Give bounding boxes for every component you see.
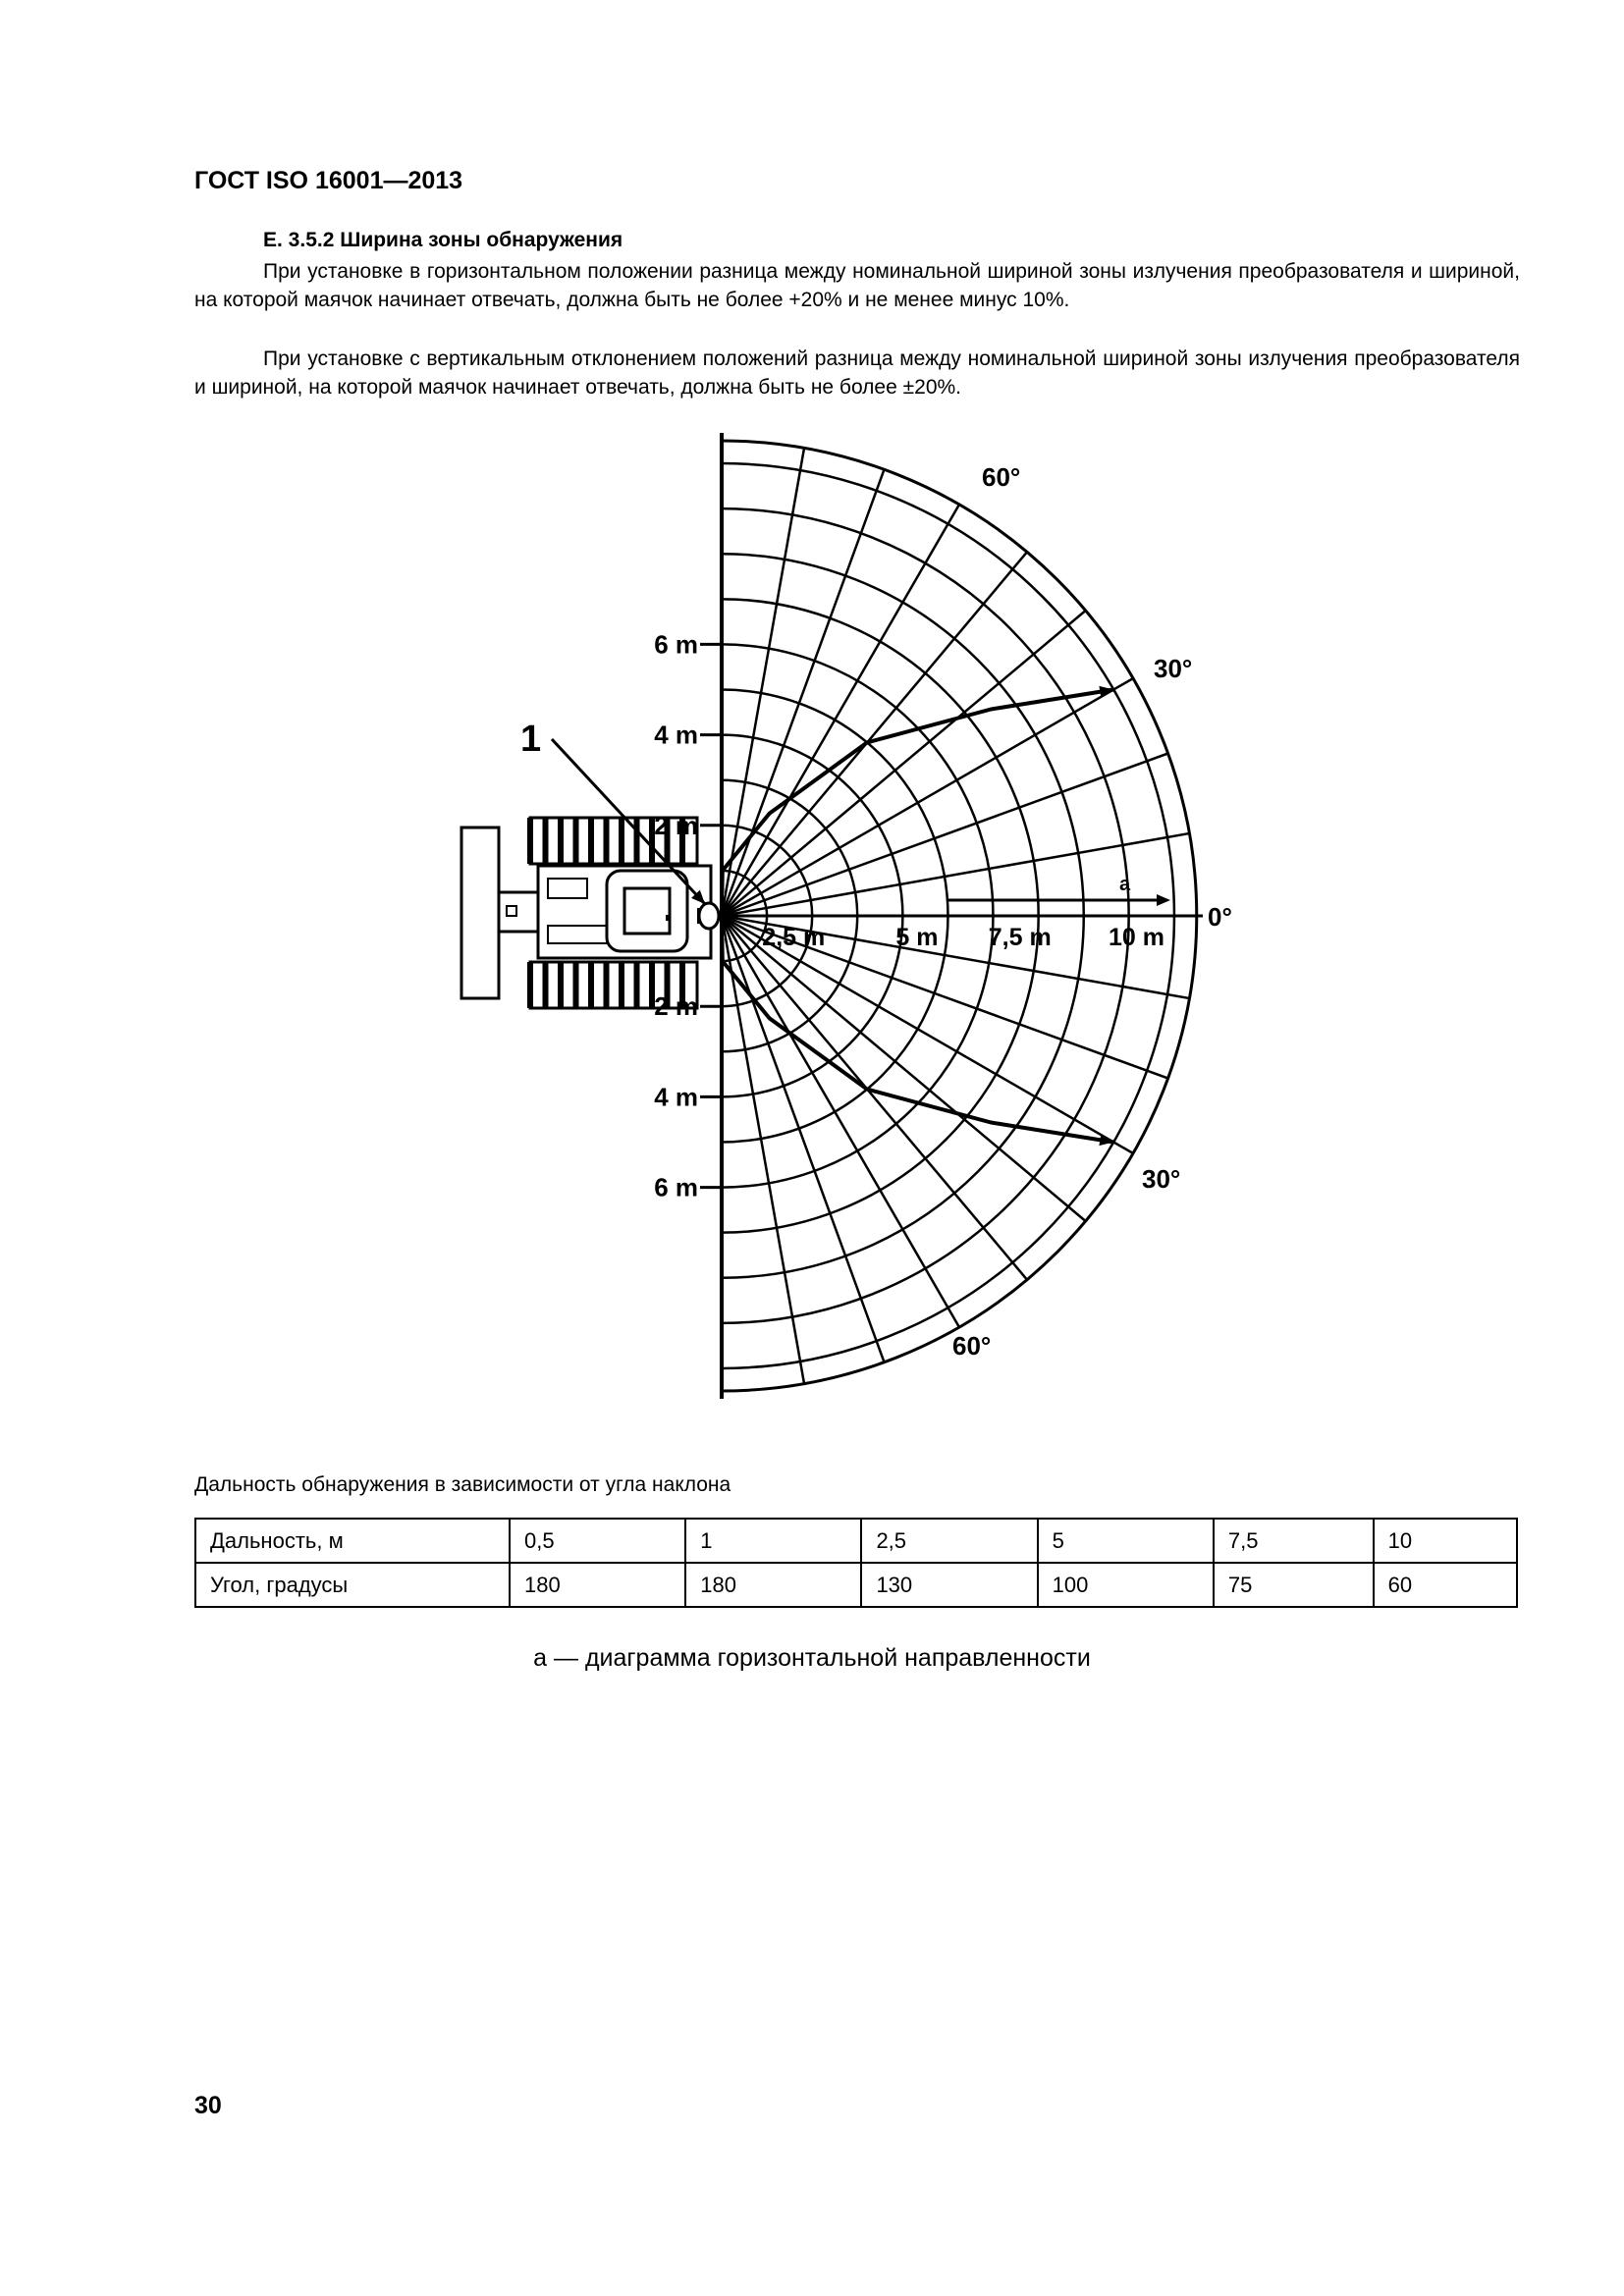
- paragraph-2: При установке с вертикальным отклонением…: [194, 347, 1520, 399]
- direction-arrowhead: [1157, 894, 1170, 906]
- range-label: 5 m: [895, 924, 938, 951]
- curve-arrowhead: [1099, 1134, 1114, 1147]
- angle-spoke: [720, 448, 806, 917]
- table-cell: Дальность, м: [194, 1518, 511, 1564]
- table-cell: 7,5: [1212, 1518, 1375, 1564]
- side-label: 2 m: [654, 991, 698, 1021]
- polar-grid: [720, 433, 1203, 1399]
- diagram-labels: 2,5 m 5 m 7,5 m 10 m 6 m 4 m 2 m 2 m 4 m 6 m 60° 30…: [520, 462, 1232, 1361]
- range-label: 2,5 m: [762, 924, 825, 951]
- angle-spoke: [721, 752, 1169, 918]
- range-label: 10 m: [1109, 924, 1164, 951]
- item-label-1: 1: [520, 719, 541, 760]
- side-label: 2 m: [654, 811, 698, 840]
- angle-label: 30°: [1142, 1164, 1180, 1194]
- angle-label: 60°: [952, 1331, 991, 1361]
- angle-spoke: [721, 676, 1134, 918]
- table-cell: 60: [1372, 1562, 1519, 1608]
- document-header: ГОСТ ISO 16001—2013: [194, 167, 463, 194]
- side-label: 6 m: [654, 1173, 698, 1202]
- table-cell: 1: [684, 1518, 863, 1564]
- table-cell: 2,5: [860, 1518, 1039, 1564]
- table-cell: 75: [1212, 1562, 1375, 1608]
- table-cell: 5: [1036, 1518, 1215, 1564]
- angle-spoke: [721, 609, 1087, 917]
- arrow-label-a: a: [1119, 874, 1131, 895]
- angle-spoke: [720, 915, 961, 1328]
- table-row: Угол, градусы 180 180 130 100 75 60: [194, 1562, 1519, 1608]
- table-row: Дальность, м 0,5 1 2,5 5 7,5 10: [194, 1518, 1519, 1564]
- table-cell: 100: [1036, 1562, 1215, 1608]
- table-caption: Дальность обнаружения в зависимости от у…: [194, 1473, 731, 1496]
- angle-spoke: [720, 504, 961, 917]
- angle-label: 30°: [1154, 654, 1192, 683]
- angle-spoke: [721, 831, 1190, 918]
- table-cell: Угол, градусы: [194, 1562, 511, 1608]
- vehicle-top-view: [460, 816, 721, 1010]
- pointer-line-1: [550, 737, 707, 906]
- table-cell: 10: [1372, 1518, 1519, 1564]
- section-title: Е. 3.5.2 Ширина зоны обнаружения: [263, 229, 623, 251]
- angle-spoke: [721, 915, 1087, 1223]
- angle-label: 0°: [1208, 902, 1232, 932]
- angle-spoke: [721, 551, 1029, 917]
- table-cell: 180: [508, 1562, 687, 1608]
- side-label: 4 m: [654, 1082, 698, 1111]
- range-label: 7,5 m: [989, 924, 1052, 951]
- range-angle-table: Дальность, м 0,5 1 2,5 5 7,5 10 Угол, гр…: [194, 1518, 1519, 1608]
- angle-label: 60°: [982, 462, 1020, 492]
- angle-spoke: [721, 915, 1029, 1281]
- side-label: 6 m: [654, 629, 698, 659]
- angle-spoke: [720, 915, 806, 1384]
- table-cell: 130: [860, 1562, 1039, 1608]
- table-cell: 0,5: [508, 1518, 687, 1564]
- paragraph-1: При установке в горизонтальном положении…: [194, 260, 1520, 311]
- angle-spoke: [721, 914, 1134, 1155]
- table-cell: 180: [684, 1562, 863, 1608]
- coverage-curve-lower: [720, 937, 1114, 1145]
- side-label: 4 m: [654, 721, 698, 750]
- page-number: 30: [194, 2092, 222, 2119]
- curve-arrowhead: [1099, 685, 1114, 698]
- polar-detection-diagram: 2,5 m 5 m 7,5 m 10 m 6 m 4 m 2 m 2 m 4 m 6 m 60° 30…: [460, 433, 1232, 1399]
- coverage-curve-upper: [720, 687, 1114, 894]
- figure-legend: a — диаграмма горизонтальной направленно…: [533, 1644, 1091, 1672]
- angle-spoke: [721, 914, 1169, 1080]
- angle-spoke: [721, 914, 1190, 1000]
